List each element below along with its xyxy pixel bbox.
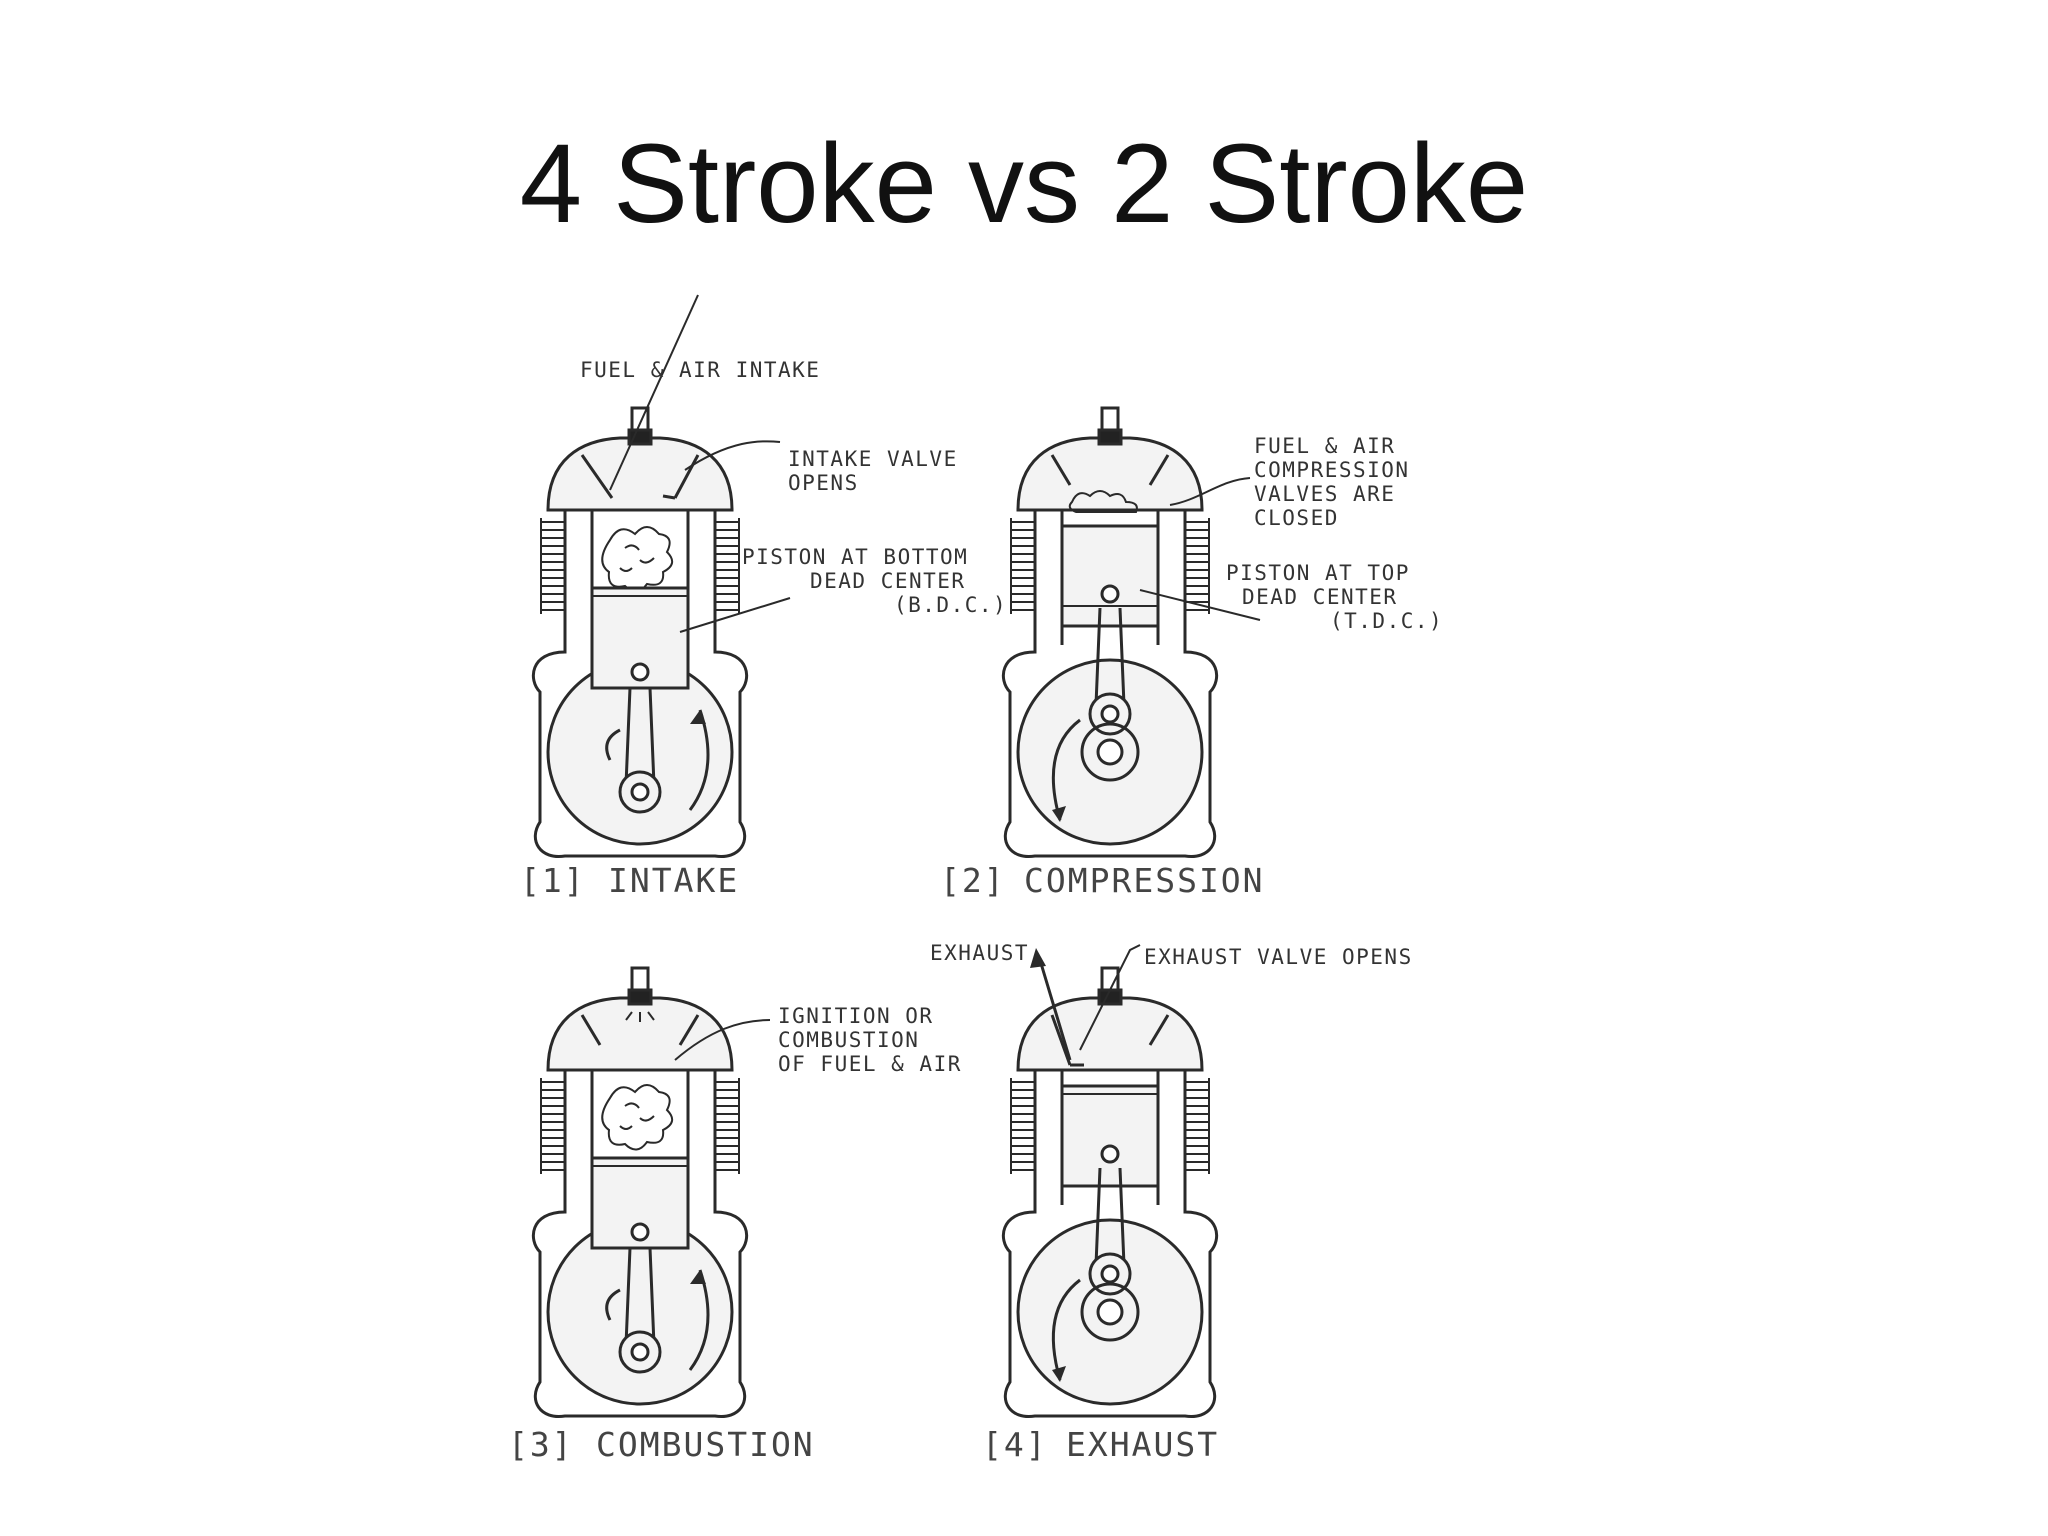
label-piston-bdc-2: DEAD CENTER <box>810 569 966 593</box>
slide-title: 4 Stroke vs 2 Stroke <box>519 121 1529 246</box>
panel-compression <box>1001 406 1261 859</box>
panel-exhaust <box>1001 944 1219 1419</box>
label-exhaust: EXHAUST <box>930 941 1029 965</box>
label-compression-2: COMPRESSION <box>1254 458 1410 482</box>
label-compression-3: VALVES ARE <box>1254 482 1395 506</box>
label-intake-valve-1: INTAKE VALVE <box>788 447 958 471</box>
label-fuel-air-intake: FUEL & AIR INTAKE <box>580 358 820 382</box>
caption-number-3: [3] <box>508 1425 574 1464</box>
label-compression-1: FUEL & AIR <box>1254 434 1395 458</box>
label-piston-bdc-3: (B.D.C.) <box>894 593 1007 617</box>
caption-name-compression: COMPRESSION <box>1024 861 1265 900</box>
caption-name-exhaust: EXHAUST <box>1066 1425 1219 1464</box>
caption-number-2: [2] <box>940 861 1006 900</box>
caption-number-1: [1] <box>520 861 586 900</box>
label-ignition-2: COMBUSTION <box>778 1028 919 1052</box>
caption-name-combustion: COMBUSTION <box>596 1425 815 1464</box>
panel-combustion <box>531 966 771 1419</box>
combustion-cloud <box>601 1084 674 1151</box>
fuel-air-cloud <box>601 526 674 593</box>
panel-intake <box>531 294 791 859</box>
label-ignition-1: IGNITION OR <box>778 1004 934 1028</box>
label-piston-bdc-1: PISTON AT BOTTOM <box>742 545 968 569</box>
label-piston-tdc-1: PISTON AT TOP <box>1226 561 1410 585</box>
caption-name-intake: INTAKE <box>608 861 739 900</box>
label-piston-tdc-3: (T.D.C.) <box>1330 609 1443 633</box>
compressed-fuel-air <box>1068 490 1138 513</box>
label-intake-valve-2: OPENS <box>788 471 859 495</box>
label-ignition-3: OF FUEL & AIR <box>778 1052 962 1076</box>
caption-number-4: [4] <box>982 1425 1048 1464</box>
label-compression-4: CLOSED <box>1254 506 1339 530</box>
label-exhaust-valve: EXHAUST VALVE OPENS <box>1144 945 1413 969</box>
label-piston-tdc-2: DEAD CENTER <box>1242 585 1398 609</box>
